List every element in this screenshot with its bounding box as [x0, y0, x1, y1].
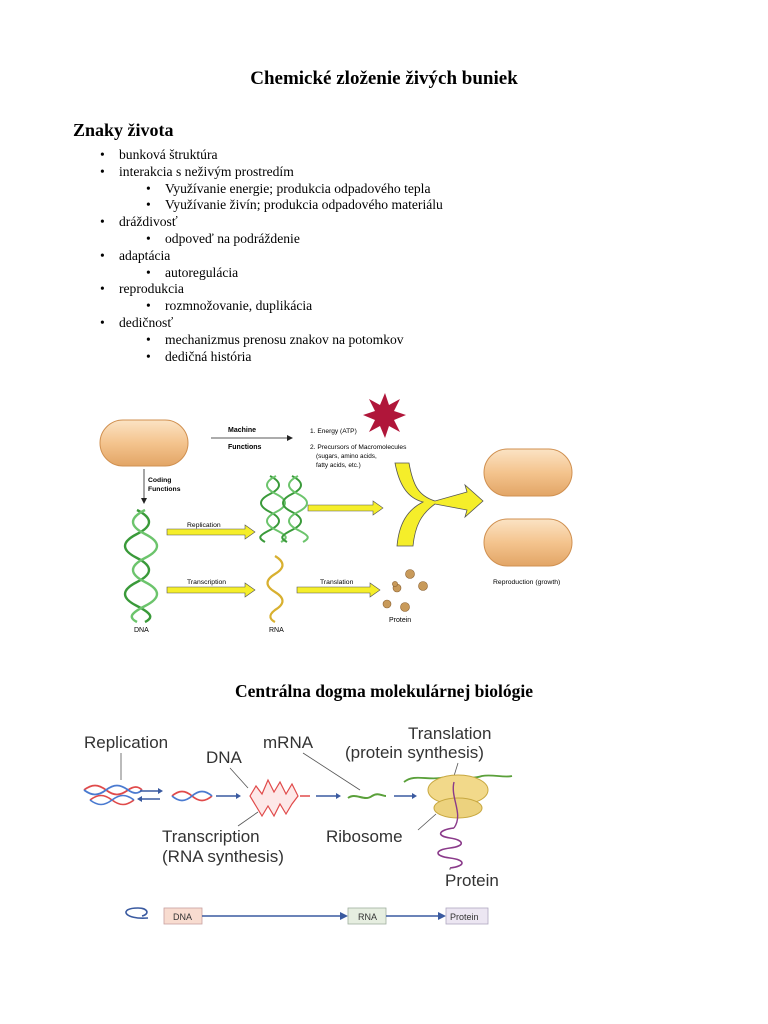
mrna-label: mRNA [263, 733, 314, 752]
rna-box-label: RNA [358, 912, 377, 922]
precursors-detail-1: (sugars, amino acids, [316, 453, 377, 460]
replicated-dna-helix-2 [281, 475, 302, 543]
sub-list-item: Využívanie živín; produkcia odpadového m… [146, 197, 443, 214]
translation-arrow [296, 582, 381, 598]
list-item-label: dedičnosť [119, 314, 174, 330]
sub-list-item: odpoveď na podráždenie [146, 231, 443, 248]
rna-strand [266, 555, 284, 623]
split-arrow [394, 462, 484, 547]
protein-chain [437, 827, 463, 869]
sub-list: Využívanie energie; produkcia odpadového… [119, 181, 443, 215]
list-item: adaptácia autoregulácia [100, 248, 443, 282]
list-item-label: interakcia s neživým prostredím [119, 163, 294, 179]
coding-functions-label: Functions [148, 486, 181, 493]
energy-label: 1. Energy (ATP) [310, 428, 357, 435]
dna-box-label: DNA [173, 912, 192, 922]
growth-arrow [307, 500, 384, 516]
sub-list: autoregulácia [119, 265, 443, 282]
signs-of-life-list: bunková štruktúrainterakcia s neživým pr… [100, 147, 443, 365]
list-item: interakcia s neživým prostredímVyužívani… [100, 164, 443, 214]
transcription-arrow [166, 582, 256, 598]
rna-label: RNA [269, 627, 284, 634]
mrna-strand [347, 793, 387, 799]
section-heading: Znaky života [73, 120, 174, 140]
list-item-label: adaptácia [119, 247, 171, 263]
page-title: Chemické zloženie živých buniek [250, 68, 518, 89]
replication-label: Replication [84, 733, 168, 752]
list-item-label: bunková štruktúra [119, 147, 218, 162]
sub-list-item: mechanizmus prenosu znakov na potomkov [146, 332, 443, 349]
list-item-label: dráždivosť [119, 214, 178, 230]
transcription-label: Transcription [162, 827, 260, 846]
protein-label: Protein [445, 871, 499, 890]
sub-list-item: dedičná história [146, 349, 443, 366]
list-item: dedičnosť mechanizmus prenosu znakov na p… [100, 315, 443, 365]
sub-list: mechanizmus prenosu znakov na potomkovde… [119, 332, 443, 366]
translation-label: Translation [320, 579, 354, 586]
rna-synthesis-label: (RNA synthesis) [162, 847, 284, 866]
list-item: reprodukciarozmnožovanie, duplikácia [100, 281, 443, 315]
dna-label: DNA [134, 627, 149, 634]
energy-star-icon [363, 393, 406, 438]
precursors-label: 2. Precursors of Macromolecules [310, 444, 407, 451]
sub-list-item: Využívanie energie; produkcia odpadového… [146, 181, 443, 198]
coding-label: Coding [148, 477, 171, 484]
protein-label: Protein [389, 617, 411, 624]
replication-label: Replication [187, 522, 221, 529]
parent-cell [99, 419, 189, 467]
replicated-dna-helix-1 [259, 475, 280, 543]
protein-synthesis-label: (protein synthesis) [345, 743, 484, 762]
functions-label: Functions [228, 444, 262, 451]
dna-label: DNA [206, 748, 243, 767]
machine-label: Machine [228, 427, 256, 434]
reproduction-label: Reproduction (growth) [493, 579, 560, 586]
protein-box [445, 907, 489, 925]
sub-list: rozmnožovanie, duplikácia [119, 298, 443, 315]
precursors-detail-2: fatty acids, etc.) [316, 462, 361, 469]
replication-arrow [166, 524, 256, 540]
protein-box-label: Protein [450, 912, 479, 922]
ribosome-label: Ribosome [326, 827, 403, 846]
central-dogma-heading: Centrálna dogma molekulárnej biológie [235, 681, 533, 701]
central-dogma-diagram: Replication DNA mRNA Translation (protei… [78, 718, 518, 938]
sub-list-item: rozmnožovanie, duplikácia [146, 298, 443, 315]
dna-loop-arrow [125, 907, 149, 919]
transcription-label: Transcription [187, 579, 226, 586]
sub-list: odpoveď na podráždenie [119, 231, 443, 248]
list-item: bunková štruktúra [100, 147, 443, 164]
translation-label: Translation [408, 724, 491, 743]
transcription-bubble [249, 778, 299, 818]
daughter-cell-bottom [483, 518, 573, 567]
protein-icon [382, 569, 428, 612]
replication-helix [83, 784, 143, 796]
sub-list-item: autoregulácia [146, 265, 443, 282]
list-item: dráždivosťodpoveď na podráždenie [100, 214, 443, 248]
list-item-label: reprodukcia [119, 281, 184, 297]
cell-functions-diagram: Machine Functions 1. Energy (ATP) 2. Pre… [99, 393, 573, 634]
daughter-cell-top [483, 448, 573, 497]
